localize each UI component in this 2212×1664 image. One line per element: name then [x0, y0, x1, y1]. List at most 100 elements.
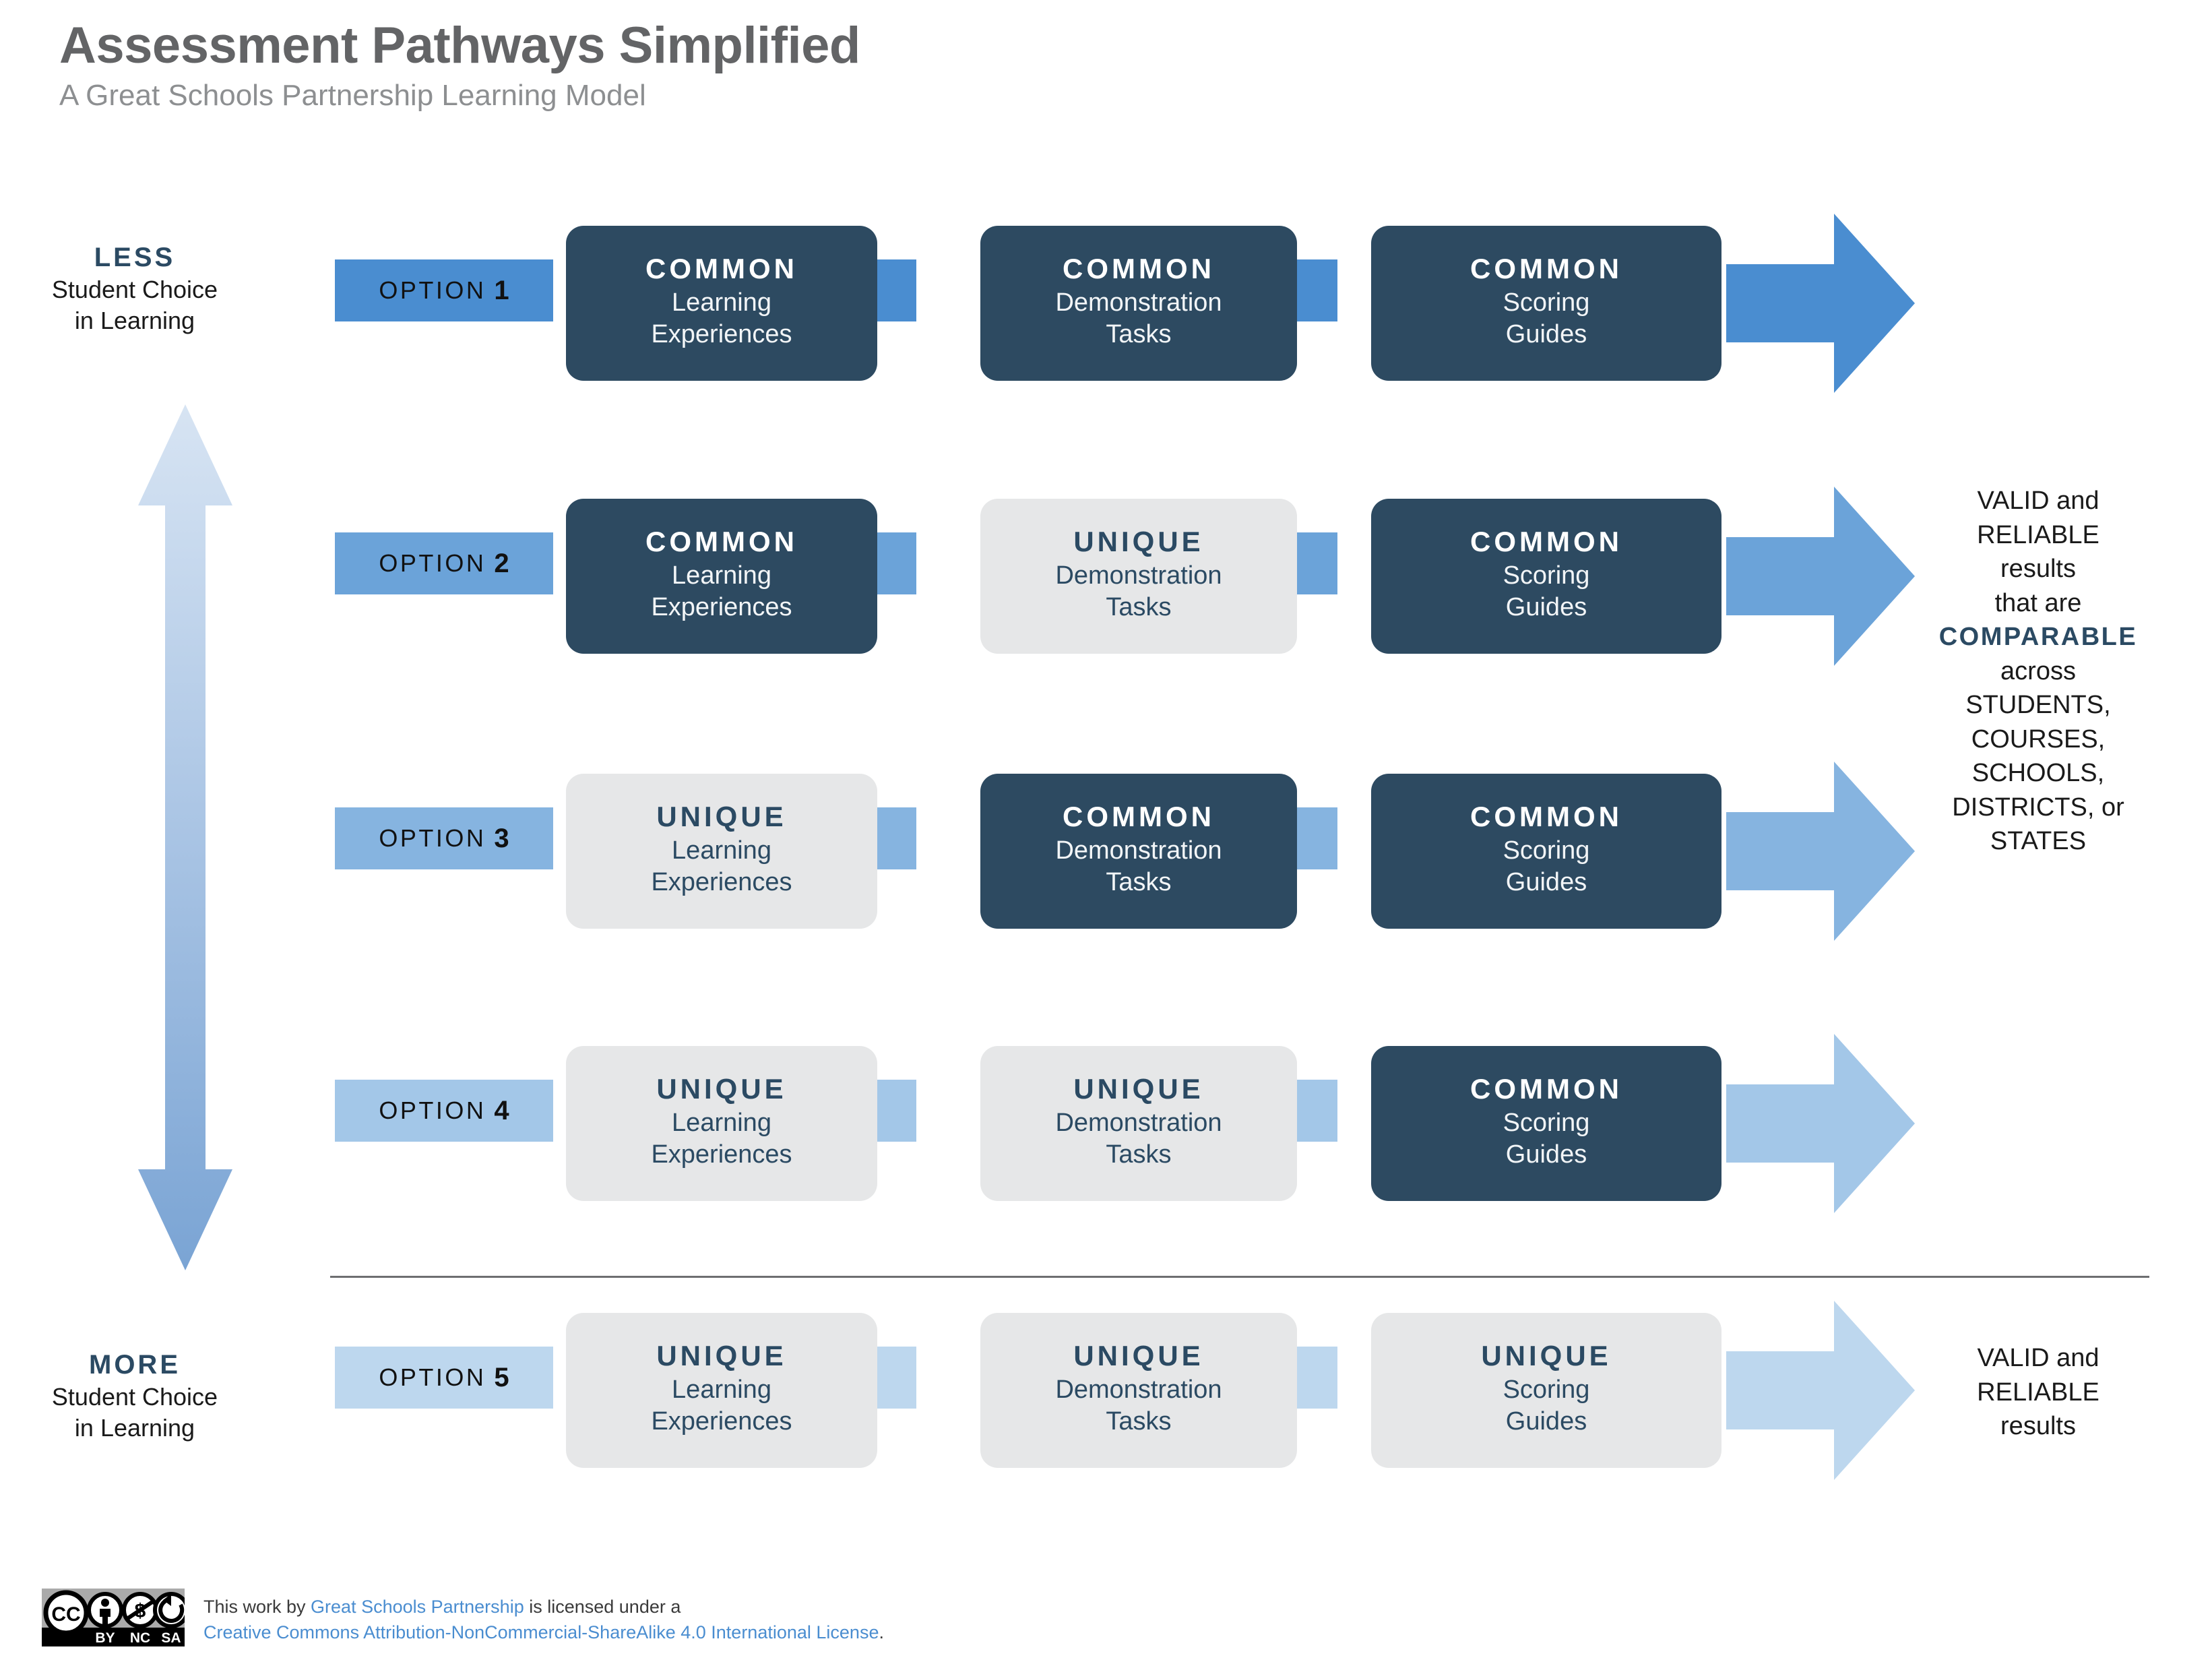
option-label-1: OPTION	[379, 276, 486, 304]
option-chip-1[interactable]: OPTION 1	[335, 259, 553, 321]
connector-bar-4b	[1297, 1080, 1337, 1142]
box-sub-line2: Tasks	[1106, 867, 1172, 896]
pathway-box-4-scoring[interactable]: COMMON Scoring Guides	[1371, 1046, 1721, 1201]
pathway-box-5-scoring[interactable]: UNIQUE Scoring Guides	[1371, 1313, 1721, 1468]
box-kind: COMMON	[1470, 526, 1622, 558]
pathway-box-4-demonstration[interactable]: UNIQUE Demonstration Tasks	[980, 1046, 1297, 1201]
box-kind: COMMON	[1063, 253, 1215, 285]
pathway-box-3-scoring[interactable]: COMMON Scoring Guides	[1371, 774, 1721, 929]
axis-label-more: MORE Student Choice in Learning	[7, 1348, 263, 1444]
pathway-box-3-learning[interactable]: UNIQUE Learning Experiences	[566, 774, 877, 929]
box-sub-line1: Scoring	[1503, 288, 1590, 317]
great-schools-partnership-link[interactable]: Great Schools Partnership	[311, 1597, 524, 1617]
box-kind: UNIQUE	[656, 1073, 787, 1105]
axis-more-strong: MORE	[89, 1350, 181, 1380]
outcome-bottom-line-3: results	[2000, 1412, 2076, 1441]
license-pre: This work by	[203, 1597, 311, 1617]
row-arrow-right-icon-2	[1726, 487, 1915, 666]
box-sub-line1: Scoring	[1503, 836, 1590, 865]
option-label-5: OPTION	[379, 1363, 486, 1391]
page-subtitle: A Great Schools Partnership Learning Mod…	[59, 78, 646, 112]
outcome-line-5: across	[2000, 656, 2076, 685]
box-kind: COMMON	[1470, 1073, 1622, 1105]
cc-license-link[interactable]: Creative Commons Attribution-NonCommerci…	[203, 1622, 879, 1643]
box-sub-line2: Guides	[1505, 319, 1587, 348]
option-label-3: OPTION	[379, 824, 486, 852]
pathway-row-option-3: OPTION 3 UNIQUE Learning Experiences COM…	[0, 762, 2212, 941]
box-sub-line1: Learning	[672, 288, 771, 317]
outcome-line-9: DISTRICTS, or	[1952, 793, 2124, 822]
outcome-line-4: that are	[1994, 588, 2082, 617]
connector-bar-1b	[1297, 259, 1337, 321]
outcome-line-3: results	[2000, 555, 2076, 584]
box-sub-line2: Experiences	[651, 319, 792, 348]
axis-more-line2: in Learning	[74, 1414, 195, 1442]
box-sub-line2: Tasks	[1106, 319, 1172, 348]
box-kind: UNIQUE	[1073, 1340, 1204, 1372]
row-arrow-right-icon-3	[1726, 762, 1915, 941]
license-text: This work by Great Schools Partnership i…	[203, 1589, 884, 1646]
svg-text:CC: CC	[51, 1603, 80, 1626]
box-kind: UNIQUE	[656, 801, 787, 833]
pathway-box-5-learning[interactable]: UNIQUE Learning Experiences	[566, 1313, 877, 1468]
student-choice-double-arrow-icon	[138, 404, 232, 1270]
option-label-2: OPTION	[379, 549, 486, 577]
box-sub-line1: Scoring	[1503, 1109, 1590, 1138]
outcome-highlight-comparable: COMPARABLE	[1938, 623, 2138, 652]
axis-label-less: LESS Student Choice in Learning	[7, 241, 263, 336]
box-sub-line1: Scoring	[1503, 561, 1590, 590]
box-sub-line1: Demonstration	[1055, 836, 1222, 865]
box-kind: UNIQUE	[1073, 526, 1204, 558]
connector-bar-3b	[1297, 807, 1337, 869]
option-chip-5[interactable]: OPTION 5	[335, 1347, 553, 1409]
outcome-bottom-line-1: VALID and	[1977, 1344, 2099, 1372]
box-sub-line2: Experiences	[651, 867, 792, 896]
badge-label-by: BY	[95, 1630, 115, 1646]
outcome-line-1: VALID and	[1977, 487, 2099, 515]
box-sub-line2: Experiences	[651, 1140, 792, 1169]
box-sub-line2: Guides	[1505, 867, 1587, 896]
badge-label-nc: NC	[130, 1630, 150, 1646]
box-sub-line1: Learning	[672, 1376, 771, 1405]
pathway-box-3-demonstration[interactable]: COMMON Demonstration Tasks	[980, 774, 1297, 929]
creative-commons-badge-icon: CC $ BY NC SA	[42, 1589, 189, 1646]
box-sub-line1: Demonstration	[1055, 1376, 1222, 1405]
footer: CC $ BY NC SA This work by Great Schools…	[42, 1589, 884, 1646]
box-kind: COMMON	[1470, 801, 1622, 833]
connector-bar-2a	[876, 532, 916, 594]
option-chip-3[interactable]: OPTION 3	[335, 807, 553, 869]
pathway-box-4-learning[interactable]: UNIQUE Learning Experiences	[566, 1046, 877, 1201]
pathway-box-1-learning[interactable]: COMMON Learning Experiences	[566, 226, 877, 381]
box-sub-line2: Experiences	[651, 592, 792, 621]
outcome-line-6: STUDENTS,	[1965, 691, 2111, 720]
connector-bar-1a	[876, 259, 916, 321]
box-sub-line2: Tasks	[1106, 1140, 1172, 1169]
box-sub-line2: Guides	[1505, 1407, 1587, 1436]
axis-less-strong: LESS	[94, 243, 176, 272]
box-sub-line1: Demonstration	[1055, 1109, 1222, 1138]
option-number-2: 2	[494, 548, 509, 578]
outcome-text-comparable: VALID and RELIABLE results that are COMP…	[1880, 484, 2197, 859]
box-sub-line1: Learning	[672, 836, 771, 865]
pathway-box-2-scoring[interactable]: COMMON Scoring Guides	[1371, 499, 1721, 654]
box-sub-line1: Demonstration	[1055, 288, 1222, 317]
pathway-box-1-scoring[interactable]: COMMON Scoring Guides	[1371, 226, 1721, 381]
box-kind: UNIQUE	[1073, 1073, 1204, 1105]
option-chip-2[interactable]: OPTION 2	[335, 532, 553, 594]
outcome-bottom-line-2: RELIABLE	[1977, 1378, 2099, 1407]
pathway-box-5-demonstration[interactable]: UNIQUE Demonstration Tasks	[980, 1313, 1297, 1468]
license-line-2: Creative Commons Attribution-NonCommerci…	[203, 1620, 884, 1645]
pathway-box-2-demonstration[interactable]: UNIQUE Demonstration Tasks	[980, 499, 1297, 654]
pathway-row-option-5: OPTION 5 UNIQUE Learning Experiences UNI…	[0, 1301, 2212, 1480]
row-arrow-right-icon-1	[1726, 214, 1915, 393]
option-number-5: 5	[494, 1362, 509, 1392]
pathway-box-2-learning[interactable]: COMMON Learning Experiences	[566, 499, 877, 654]
option-chip-4[interactable]: OPTION 4	[335, 1080, 553, 1142]
box-sub-line2: Guides	[1505, 592, 1587, 621]
page-title: Assessment Pathways Simplified	[59, 17, 860, 74]
box-kind: UNIQUE	[656, 1340, 787, 1372]
section-divider	[330, 1276, 2149, 1278]
box-sub-line2: Experiences	[651, 1407, 792, 1436]
pathway-box-1-demonstration[interactable]: COMMON Demonstration Tasks	[980, 226, 1297, 381]
outcome-line-10: STATES	[1990, 827, 2087, 856]
